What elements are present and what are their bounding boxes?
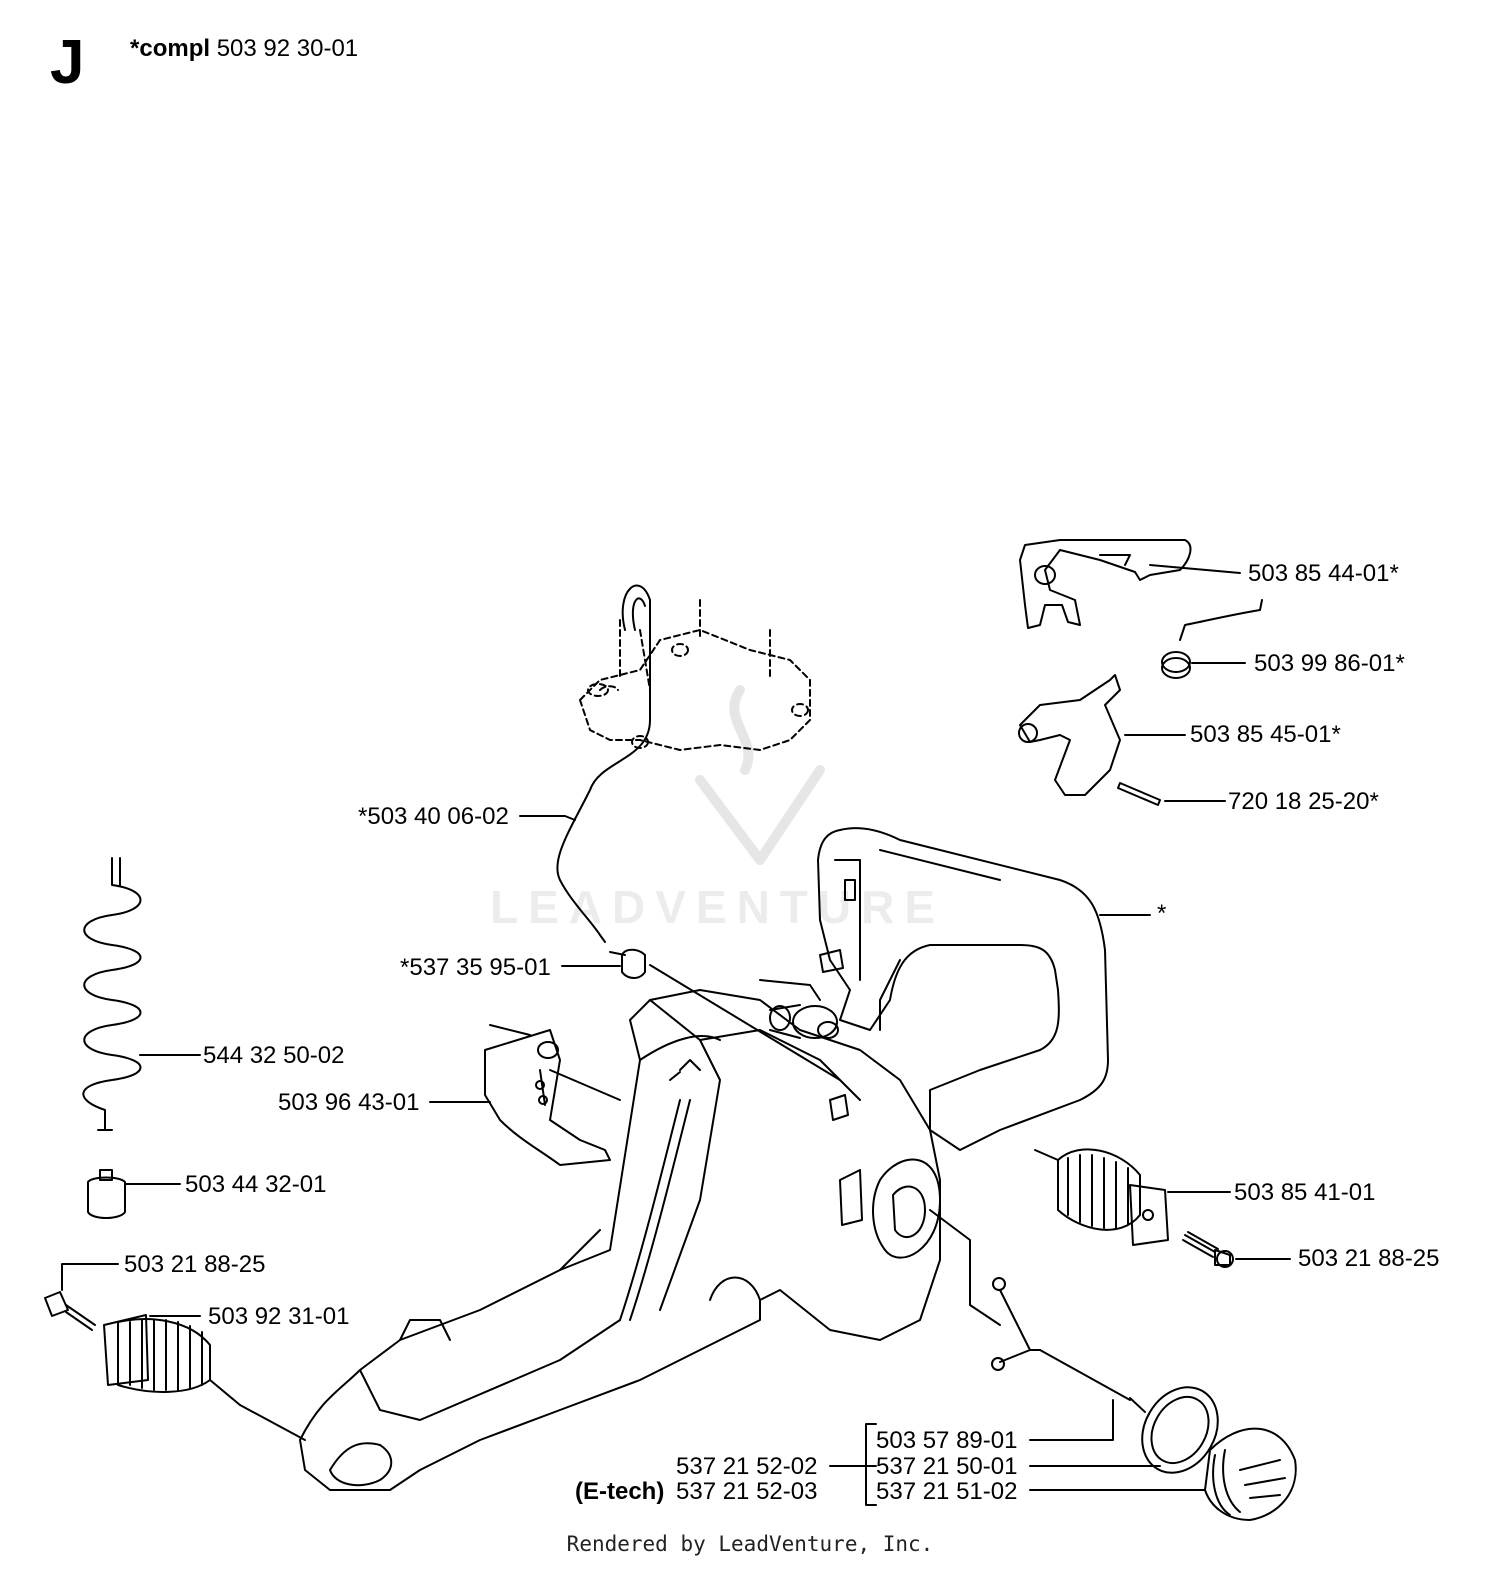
label-503-96-43-01: 503 96 43-01 (278, 1089, 420, 1116)
label-503-99-86-01: 503 99 86-01* (1254, 650, 1405, 677)
label-537-21-50-01: 537 21 50-01 (876, 1453, 1018, 1480)
compl-number: 503 92 30-01 (216, 35, 359, 62)
av-spring-right (1034, 1148, 1231, 1246)
fuel-filter-small (609, 948, 841, 1081)
label-503-85-41-01: 503 85 41-01 (1234, 1179, 1376, 1206)
throttle-lockout (1018, 674, 1186, 796)
top-cover-dashed (579, 599, 811, 751)
fuel-cap (1029, 1427, 1297, 1521)
label-etech: (E-tech) (575, 1478, 665, 1505)
assembly-header: *compl 503 92 30-01 (130, 36, 358, 62)
section-letter: J (50, 28, 85, 97)
label-503-21-88-25-left: 503 21 88-25 (124, 1251, 266, 1278)
throttle-trigger (1019, 539, 1241, 629)
pin (1117, 782, 1226, 806)
footer-credit: Rendered by LeadVenture, Inc. (566, 1532, 934, 1556)
tank-housing (299, 989, 941, 1491)
label-503-92-31-01: 503 92 31-01 (208, 1303, 350, 1330)
label-503-40-06-02: *503 40 06-02 (358, 803, 509, 830)
label-720-18-25-20: 720 18 25-20* (1228, 788, 1379, 815)
spiral-hose (82, 857, 142, 1131)
fuel-hose (556, 584, 651, 943)
label-503-57-89-01: 503 57 89-01 (876, 1427, 1018, 1454)
label-handle-star: * (1157, 900, 1167, 927)
o-ring (1029, 1386, 1219, 1474)
label-503-85-44-01: 503 85 44-01* (1248, 560, 1399, 587)
chain-brake-bracket (484, 1024, 621, 1166)
handle-pivot (769, 1004, 839, 1039)
label-544-32-50-02: 544 32 50-02 (203, 1042, 345, 1069)
fuel-filter-large (87, 1169, 126, 1219)
rear-handle (759, 827, 1109, 1151)
label-503-44-32-01: 503 44 32-01 (185, 1171, 327, 1198)
watermark-logo (695, 685, 825, 865)
label-503-85-45-01: 503 85 45-01* (1190, 721, 1341, 748)
label-537-21-51-02: 537 21 51-02 (876, 1478, 1018, 1505)
label-537-35-95-01: *537 35 95-01 (400, 954, 551, 981)
label-537-21-52-03: 537 21 52-03 (676, 1478, 818, 1505)
label-537-21-52-02: 537 21 52-02 (676, 1453, 818, 1480)
screw-left (44, 1263, 119, 1331)
leader-lines (124, 815, 1151, 1506)
screw-right (1182, 1231, 1291, 1268)
label-503-21-88-25-right: 503 21 88-25 (1298, 1245, 1440, 1272)
fuel-cap-lever (929, 1209, 1146, 1441)
av-spring-left (103, 1314, 306, 1441)
trigger-spring (1161, 599, 1263, 679)
compl-label: *compl (130, 35, 211, 62)
